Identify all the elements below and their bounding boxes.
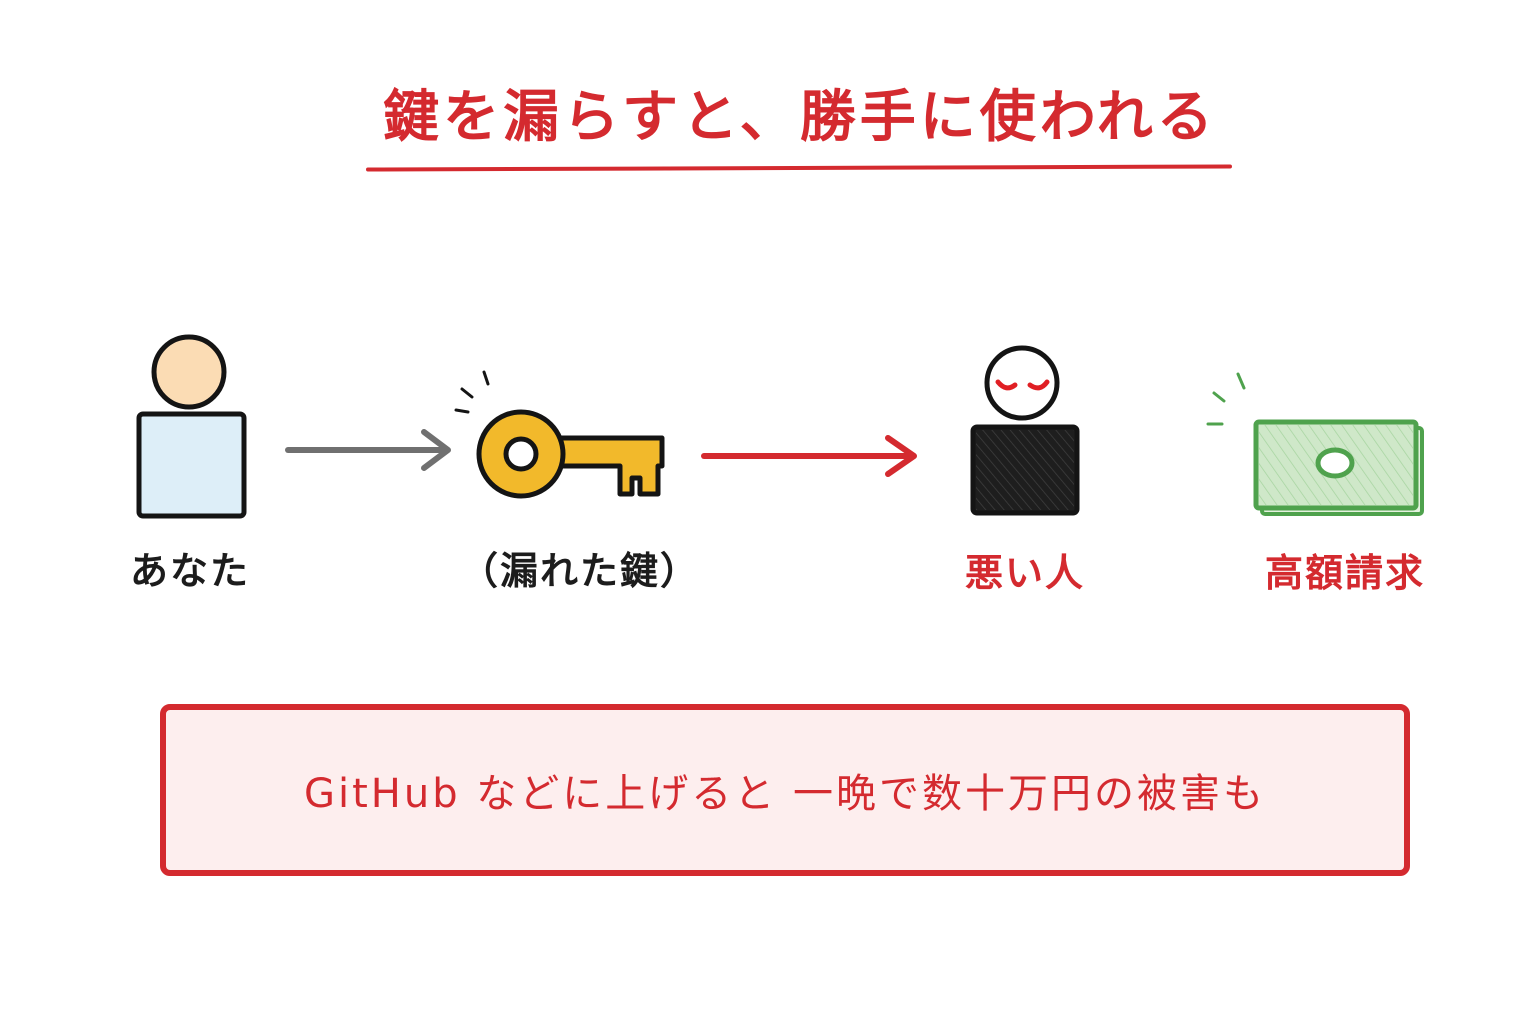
person-icon [136,334,247,519]
person-head [151,334,227,410]
villain-head [984,345,1060,421]
banknote-icon [1206,372,1424,516]
key-hole [503,436,539,472]
label-bad-person: 悪い人 [964,551,1085,595]
key-shape [549,435,665,497]
warning-text: GitHub などに上げると 一晩で数十万円の被害も [303,771,1267,817]
arrow-key-to-bad-person [701,435,917,477]
key-sparkle-lines [454,370,490,414]
label-high-bill: 高額請求 [1264,551,1425,595]
banknote-sparkle-lines [1206,372,1246,426]
villain-eye-right [1027,379,1050,391]
villain-icon [970,345,1080,516]
label-leaked-key: （漏れた鍵） [459,549,700,593]
arrow-you-to-key [285,429,451,471]
key-icon [454,370,665,499]
diagram-title: 鍵を漏らすと、勝手に使われる [383,85,1217,150]
banknote-center [1315,447,1355,479]
label-you: あなた [129,549,250,593]
person-body [136,411,247,519]
villain-eye-left [995,379,1018,391]
warning-box: GitHub などに上げると 一晩で数十万円の被害も [160,704,1410,876]
